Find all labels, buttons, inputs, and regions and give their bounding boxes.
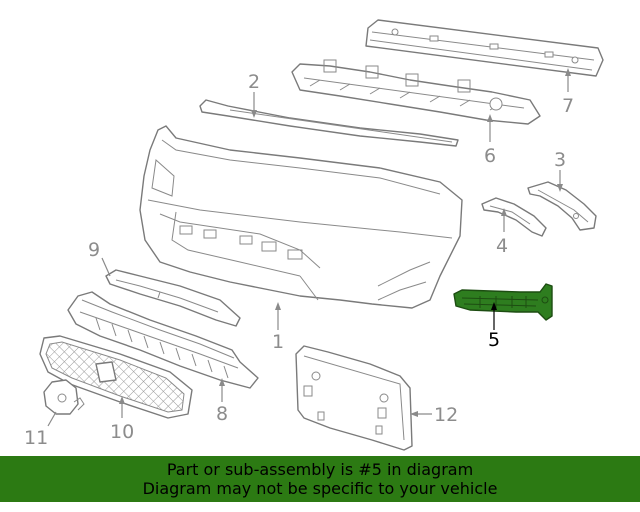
callout-3[interactable]: 3 (554, 149, 566, 171)
callout-10[interactable]: 10 (110, 421, 134, 443)
banner-line-2: Diagram may not be specific to your vehi… (142, 479, 498, 498)
callout-11[interactable]: 11 (24, 427, 48, 449)
banner-line-1: Part or sub-assembly is #5 in diagram (166, 460, 474, 479)
callout-1[interactable]: 1 (272, 331, 284, 353)
callout-9[interactable]: 9 (88, 239, 100, 261)
part-9-grille-strip[interactable] (105, 269, 241, 327)
part-4-side-bracket[interactable] (481, 197, 547, 237)
callout-5[interactable]: 5 (488, 329, 500, 351)
parts-diagram: 1 2 3 4 5 6 7 8 9 10 11 12 (24, 19, 604, 451)
part-6-energy-absorber[interactable] (291, 59, 541, 125)
callout-12[interactable]: 12 (434, 404, 458, 426)
callout-4[interactable]: 4 (496, 235, 508, 257)
leader-lines (47, 68, 571, 427)
part-11-tow-hook-cover[interactable] (43, 379, 85, 415)
part-8-grille-frame[interactable] (67, 291, 259, 389)
callout-8[interactable]: 8 (216, 403, 228, 425)
part-5-bracket-highlighted[interactable] (453, 283, 553, 321)
info-banner: Part or sub-assembly is #5 in diagram Di… (0, 456, 640, 502)
callout-7[interactable]: 7 (562, 95, 574, 117)
callouts: 1 2 3 4 5 6 7 8 9 10 11 12 (24, 71, 574, 449)
part-1-front-fascia[interactable] (139, 125, 463, 309)
part-2-upper-bracket[interactable] (199, 99, 459, 147)
part-10-mesh-grille[interactable] (39, 335, 193, 419)
callout-2[interactable]: 2 (248, 71, 260, 93)
part-7-reinforcement-bar[interactable] (365, 19, 604, 77)
callout-6[interactable]: 6 (484, 145, 496, 167)
part-3-support-bracket[interactable] (527, 181, 597, 231)
part-12-license-bracket[interactable] (295, 345, 413, 451)
